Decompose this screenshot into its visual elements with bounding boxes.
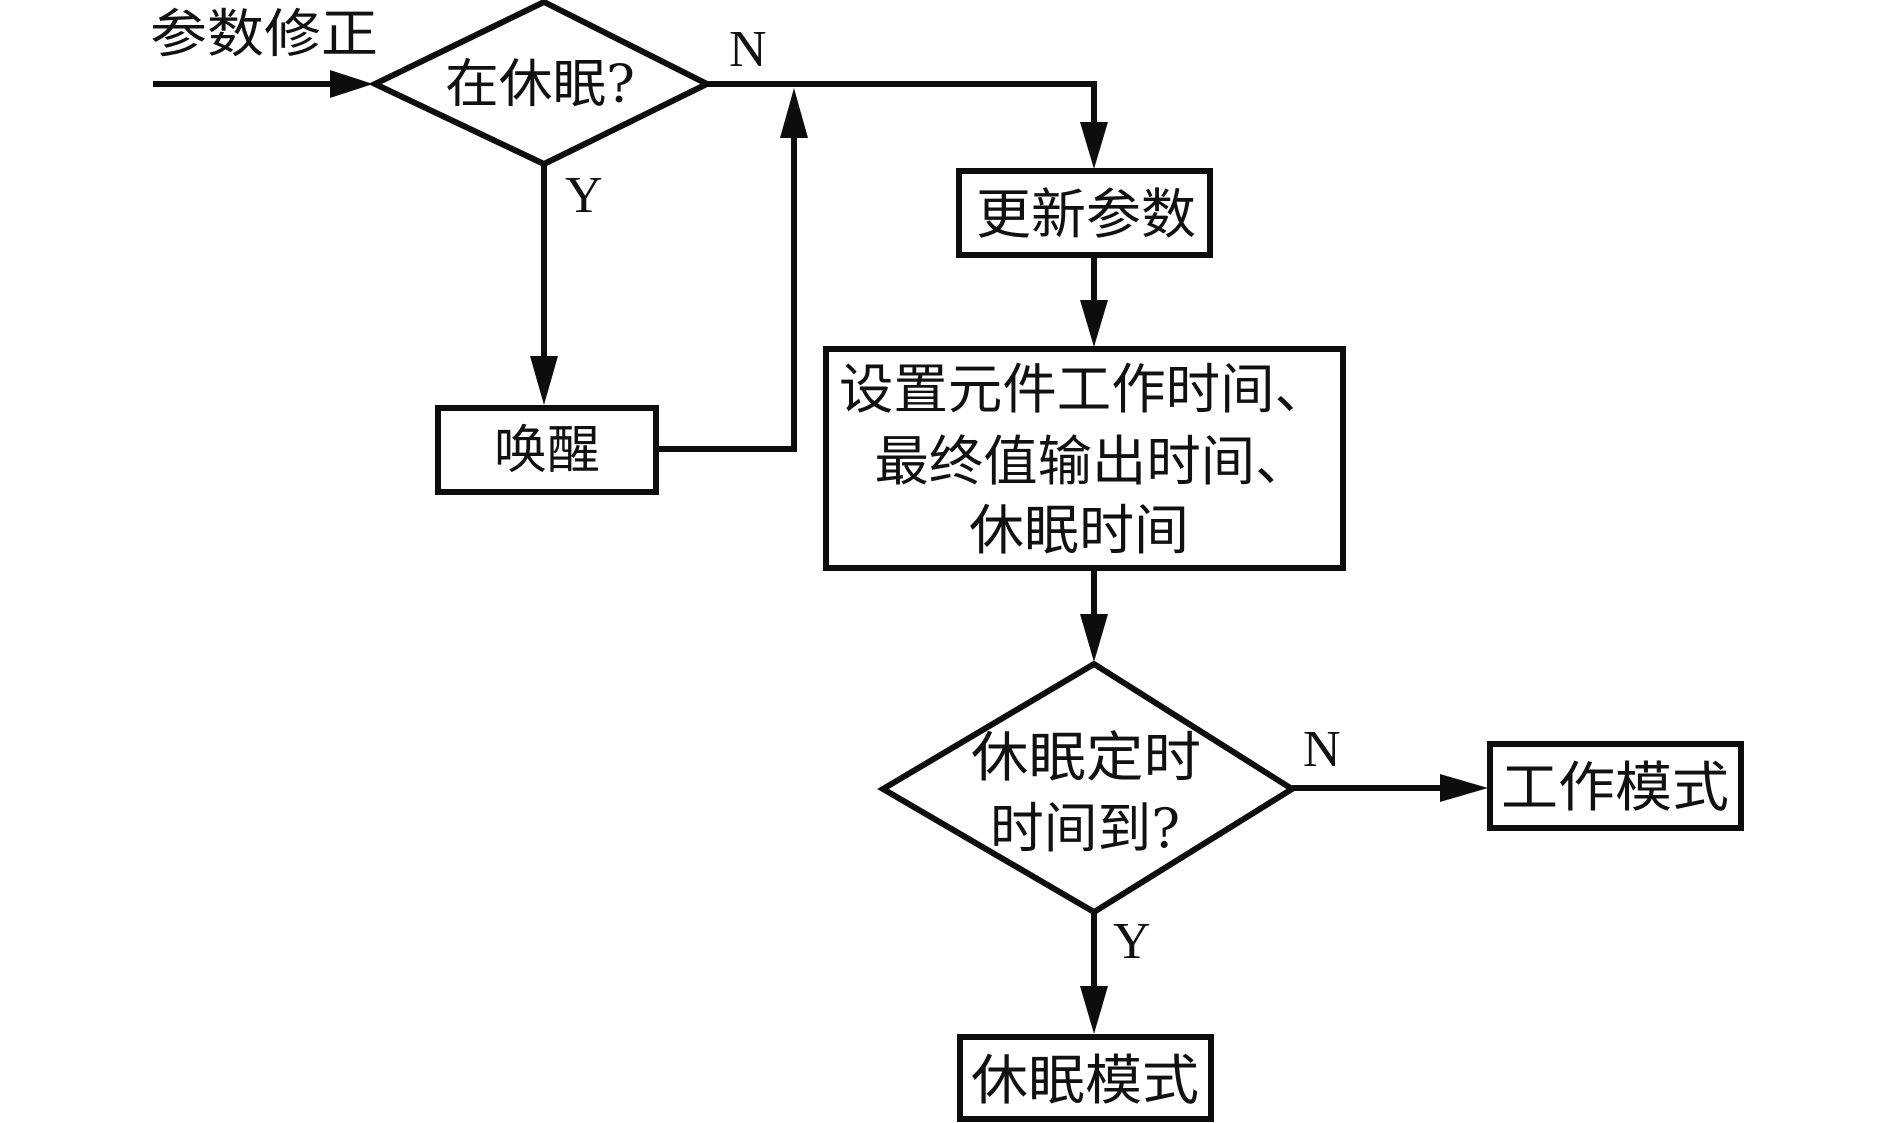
process-box [435, 405, 659, 495]
terminal-sleep-mode: 休眠模式 [957, 1034, 1214, 1122]
process-update-params: 更新参数 [956, 168, 1213, 258]
edge-update-to-set-times [1080, 255, 1108, 347]
process-set-times-line-3: 休眠时间 [969, 499, 1189, 562]
process-set-times: 设置元件工作时间、 最终值输出时间、 休眠时间 [823, 346, 1346, 571]
decision-sleep-timer-line-1: 休眠定时 [971, 726, 1201, 789]
arrowhead-down-icon [1080, 986, 1108, 1034]
label-in-sleep-yes: Y [565, 167, 603, 224]
process-set-times-line-2: 最终值输出时间、 [875, 430, 1310, 493]
arrowhead-down-icon [1080, 300, 1108, 347]
process-set-times-line-1: 设置元件工作时间、 [839, 358, 1329, 421]
terminal-work-mode: 工作模式 [1487, 741, 1744, 831]
arrowhead-down-icon [530, 356, 558, 405]
process-wake-up-text: 唤醒 [494, 421, 600, 481]
edge-entry-to-in-sleep [153, 70, 373, 98]
edge-line [656, 130, 797, 452]
edge-in-sleep-yes [530, 164, 558, 405]
edge-timer-no-to-work-mode [1292, 774, 1488, 802]
decision-in-sleep-text: 在休眠? [445, 55, 635, 115]
label-sleep-timer-no: N [1303, 721, 1341, 778]
edge-timer-yes-to-sleep-mode [1080, 912, 1108, 1034]
decision-in-sleep: 在休眠? [368, 0, 714, 168]
arrowhead-right-icon [1440, 774, 1488, 802]
edge-line [707, 81, 1097, 130]
decision-sleep-timer-line-2: 时间到? [990, 797, 1180, 860]
arrowhead-down-icon [1080, 614, 1108, 662]
terminal-work-mode-text: 工作模式 [1501, 756, 1729, 819]
decision-sleep-timer: 休眠定时 时间到? [877, 660, 1298, 916]
edge-set-times-to-timer [1080, 568, 1108, 662]
arrowhead-down-icon [1080, 122, 1108, 169]
terminal-box [1487, 741, 1744, 831]
arrowhead-right-icon [330, 70, 373, 98]
arrowhead-up-icon [780, 88, 808, 138]
process-box [956, 168, 1213, 258]
edge-in-sleep-no [707, 81, 1108, 169]
terminal-box [957, 1034, 1214, 1122]
process-update-params-text: 更新参数 [976, 183, 1196, 246]
process-box [823, 346, 1346, 571]
entry-label: 参数修正 [150, 5, 378, 65]
process-wake-up: 唤醒 [435, 405, 659, 495]
edge-wake-up-to-update [656, 88, 808, 452]
label-sleep-timer-yes: Y [1113, 913, 1151, 970]
terminal-sleep-mode-text: 休眠模式 [971, 1049, 1199, 1112]
label-in-sleep-no: N [729, 21, 767, 78]
